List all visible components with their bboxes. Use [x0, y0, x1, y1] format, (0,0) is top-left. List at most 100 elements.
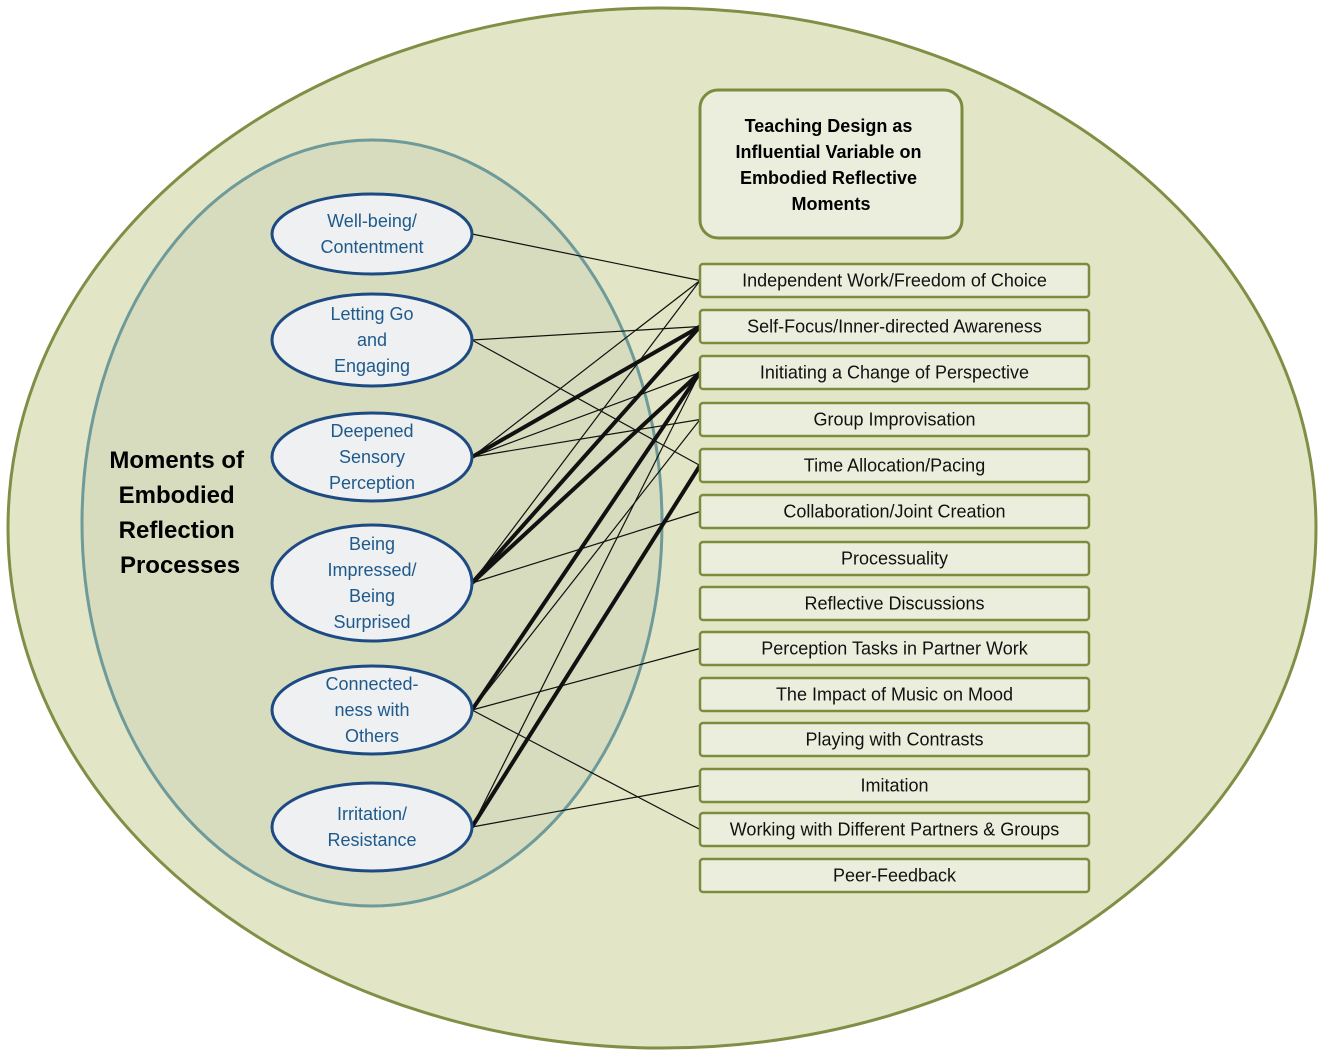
variable-box	[698, 262, 1091, 299]
teaching-design-header-line: Embodied Reflective	[740, 168, 917, 188]
variable-label: The Impact of Music on Mood	[776, 685, 1013, 705]
teaching-design-header: Teaching Design as Influential Variable …	[698, 88, 964, 240]
variable-label: Working with Different Partners & Groups	[730, 820, 1059, 840]
process-oval	[270, 523, 474, 643]
process-label-line: Engaging	[334, 356, 410, 376]
variable-box	[698, 354, 1091, 391]
connection-line	[471, 324, 701, 459]
process-oval	[270, 411, 474, 503]
teaching-design-header-line: Teaching Design as	[745, 116, 913, 136]
process-label-line: Deepened	[330, 421, 413, 441]
connection-line	[470, 371, 702, 712]
connection-line	[471, 280, 701, 458]
connection-line	[471, 372, 701, 828]
variable-label: Group Improvisation	[813, 410, 975, 430]
connection-line	[471, 419, 701, 711]
variable-item: Working with Different Partners & Groups	[698, 811, 1091, 848]
process-label-line: Well-being/	[327, 211, 417, 231]
process-irritation: Irritation/Resistance	[270, 781, 474, 873]
process-label-line: Impressed/	[327, 560, 416, 580]
variable-label: Perception Tasks in Partner Work	[761, 639, 1028, 659]
variable-label: Self-Focus/Inner-directed Awareness	[747, 317, 1042, 337]
variable-box	[698, 767, 1091, 804]
process-label-line: ness with	[334, 700, 409, 720]
variable-box	[698, 401, 1091, 438]
process-oval	[270, 781, 474, 873]
variable-label: Time Allocation/Pacing	[804, 456, 985, 476]
variable-item: Processuality	[698, 540, 1091, 577]
variable-item: Peer-Feedback	[698, 857, 1091, 894]
process-label: Irritation/Resistance	[327, 804, 416, 850]
process-oval	[270, 292, 474, 388]
variable-box	[698, 540, 1091, 577]
connection-line	[471, 784, 701, 828]
variable-box	[698, 585, 1091, 622]
variable-label: Imitation	[860, 776, 928, 796]
processes-group-title: Moments of Embodied Reflection Processes	[109, 447, 250, 579]
variable-label: Collaboration/Joint Creation	[783, 502, 1005, 522]
teaching-design-header-box	[698, 88, 964, 240]
variable-item: Self-Focus/Inner-directed Awareness	[698, 308, 1091, 345]
teaching-design-header-line: Moments	[791, 194, 870, 214]
process-label-line: Surprised	[333, 612, 410, 632]
connection-line	[471, 371, 701, 458]
variable-label: Playing with Contrasts	[805, 730, 983, 750]
processes-group-title-line: Processes	[120, 552, 240, 579]
variable-box	[698, 447, 1091, 484]
connection-line	[471, 280, 701, 584]
variable-box	[698, 630, 1091, 667]
process-oval	[270, 664, 474, 756]
variable-item: Perception Tasks in Partner Work	[698, 630, 1091, 667]
variable-box	[698, 811, 1091, 848]
connection-line	[471, 325, 701, 341]
process-label-line: Others	[345, 726, 399, 746]
teaching-design-header-line: Influential Variable on	[735, 142, 921, 162]
processes-group-title-line: Moments of	[109, 447, 245, 474]
processes-group-title-line: Reflection	[119, 517, 235, 544]
process-label-line: Connected-	[325, 674, 418, 694]
process-label: Well-being/Contentment	[320, 211, 423, 257]
process-label-line: Contentment	[320, 237, 423, 257]
variable-box	[698, 857, 1091, 894]
process-label-line: Being	[349, 586, 395, 606]
variable-item: Group Improvisation	[698, 401, 1091, 438]
variable-box	[698, 493, 1091, 530]
variable-label: Processuality	[841, 549, 948, 569]
variable-box	[698, 721, 1091, 758]
connections-layer	[470, 233, 702, 831]
connection-line	[471, 233, 701, 282]
connection-line	[471, 647, 701, 711]
process-wellbeing: Well-being/Contentment	[270, 192, 474, 276]
variable-label: Initiating a Change of Perspective	[760, 363, 1029, 383]
variable-label: Independent Work/Freedom of Choice	[742, 271, 1047, 291]
connection-line	[470, 325, 702, 585]
processes-group-title-line: Embodied	[119, 482, 235, 509]
connection-line	[471, 709, 701, 831]
process-label-line: Being	[349, 534, 395, 554]
process-oval	[270, 192, 474, 276]
process-label-line: Sensory	[339, 447, 405, 467]
teaching-design-header-title: Teaching Design as Influential Variable …	[735, 116, 926, 214]
connection-line	[470, 464, 702, 829]
variable-item: The Impact of Music on Mood	[698, 676, 1091, 713]
variables-layer: Independent Work/Freedom of ChoiceSelf-F…	[698, 262, 1091, 894]
variable-item: Imitation	[698, 767, 1091, 804]
process-label-line: Resistance	[327, 830, 416, 850]
process-label-line: Irritation/	[337, 804, 407, 824]
variable-label: Peer-Feedback	[833, 866, 957, 886]
variable-label: Reflective Discussions	[804, 594, 984, 614]
variable-item: Time Allocation/Pacing	[698, 447, 1091, 484]
process-label-line: Perception	[329, 473, 415, 493]
variable-item: Reflective Discussions	[698, 585, 1091, 622]
process-label-line: and	[357, 330, 387, 350]
